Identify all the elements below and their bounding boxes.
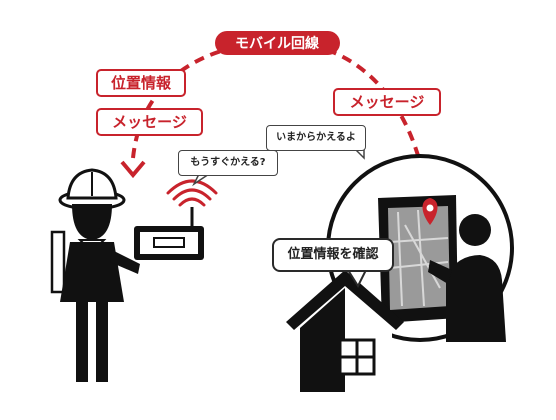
network-label-pill <box>215 31 340 55</box>
arrowhead-left <box>120 160 146 179</box>
child-figure <box>50 168 140 382</box>
wifi-signal-icon <box>166 179 218 207</box>
tag-message-parent: メッセージ <box>333 88 441 116</box>
tag-message-child: メッセージ <box>96 108 203 136</box>
smartphone <box>378 195 458 323</box>
gps-device <box>134 226 204 260</box>
parent-message-bubble: いまからかえるよ <box>266 125 366 151</box>
network-label: モバイル回線 <box>235 35 319 52</box>
location-pin-icon <box>422 198 438 225</box>
child-message-bubble: もうすぐかえる? <box>178 150 278 176</box>
house-icon <box>286 270 404 392</box>
location-check-callout: 位置情報を確認 <box>272 238 394 272</box>
tag-location-info: 位置情報 <box>96 69 186 97</box>
parent-figure <box>428 214 506 342</box>
